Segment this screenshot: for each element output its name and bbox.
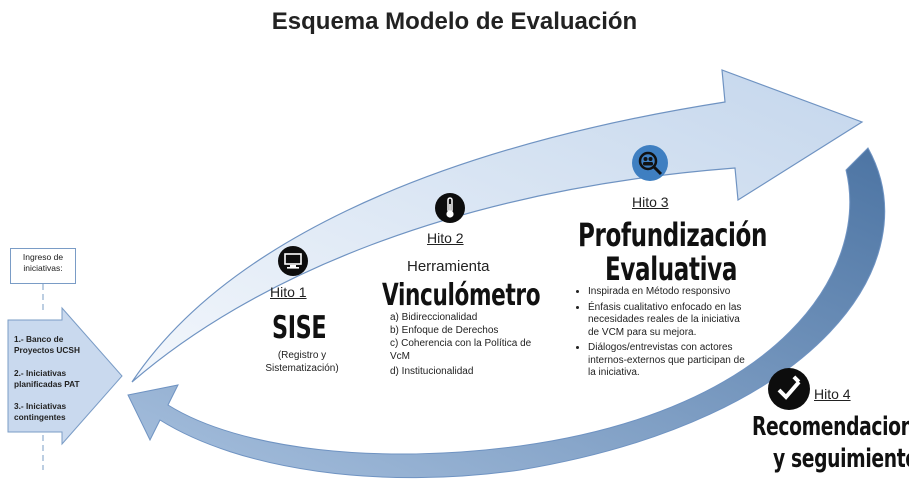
hito-2-item-c: c) Coherencia con la Política de VcM (390, 338, 532, 362)
hito-3-heading-line1: Profundización (578, 216, 767, 254)
thermometer-icon (435, 193, 465, 223)
computer-icon (278, 246, 308, 276)
hito-2-item-b: b) Enfoque de Derechos (390, 325, 499, 336)
hito-4-heading-line1: Recomendaciones (752, 412, 909, 442)
main-curved-arrow (131, 69, 864, 383)
hito-4-label: Hito 4 (814, 386, 851, 402)
hito-3-heading-line2: Evaluativa (605, 250, 738, 288)
hito-4-heading-line2: y seguimiento (773, 444, 909, 474)
hito-1-heading: SISE (272, 310, 327, 346)
ingreso-item-1: 1.- Banco de Proyectos UCSH (14, 334, 80, 355)
hito-2-item-d: d) Institucionalidad (390, 366, 474, 377)
hito-3-bullet-2: Énfasis cualitativo enfocado en las nece… (588, 302, 753, 340)
hito-2-heading: Vinculómetro (382, 278, 541, 313)
magnifier-people-icon (632, 145, 668, 181)
input-arrow (7, 306, 123, 446)
hito-1-label: Hito 1 (270, 284, 307, 300)
ingreso-item-3: 3.- Iniciativas contingentes (14, 401, 67, 422)
ingreso-item-2: 2.- Iniciativas planificadas PAT (14, 368, 80, 389)
page-title: Esquema Modelo de Evaluación (271, 8, 638, 35)
hito-2-label: Hito 2 (427, 230, 464, 246)
hito-3-label: Hito 3 (632, 194, 669, 210)
hito-3-bullet-1: Inspirada en Método responsivo (588, 286, 753, 299)
hito-3-bullets: Inspirada en Método responsivo Énfasis c… (578, 286, 753, 383)
hito-3-bullet-3: Diálogos/entrevistas con actores interno… (588, 342, 753, 380)
hito-2-item-a: a) Bidireccionalidad (390, 312, 478, 323)
checkmark-pencil-icon (768, 368, 810, 410)
ingreso-label-box: Ingreso de iniciativas: (10, 248, 76, 284)
hito-2-pre-heading: Herramienta (407, 258, 490, 275)
hito-1-description: (Registro y Sistematización) (265, 350, 339, 374)
